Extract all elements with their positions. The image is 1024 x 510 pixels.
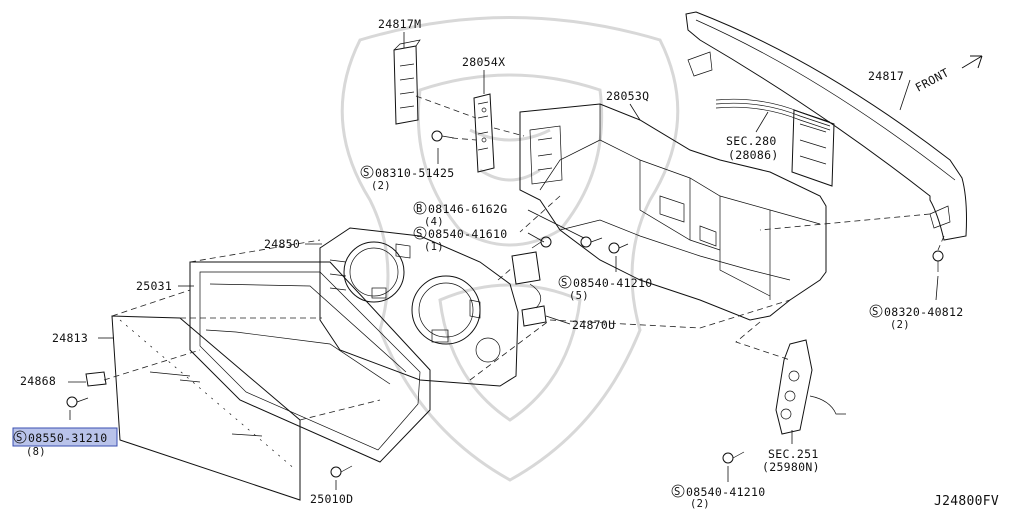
quantity: (2): [890, 319, 910, 331]
screw-icon: [66, 396, 89, 408]
label-28054x[interactable]: 28054X: [462, 55, 505, 69]
harness-sec280[interactable]: [715, 98, 835, 187]
prefix-badge: S: [416, 228, 423, 240]
part-number: 08540-41210: [573, 276, 652, 290]
quantity: (1): [424, 241, 444, 253]
cover-24817m[interactable]: [393, 39, 421, 125]
prefix-badge: S: [674, 486, 681, 498]
label-sec280-sub: (28086): [728, 148, 779, 162]
callout-08320-40812[interactable]: S 08320-40812 (2): [869, 304, 963, 331]
part-number: 08540-41210: [686, 485, 765, 499]
label-25010d[interactable]: 25010D: [310, 492, 353, 506]
combination-meter-24850[interactable]: [319, 227, 519, 387]
panel-28053q[interactable]: [519, 103, 827, 321]
quantity: (8): [26, 446, 46, 458]
screw-icon: [608, 242, 629, 254]
quantity: (4): [424, 216, 444, 228]
prefix-badge: S: [16, 432, 23, 444]
switch-sec251[interactable]: [775, 339, 846, 435]
label-24870u[interactable]: 24870U: [572, 318, 615, 332]
label-24868[interactable]: 24868: [20, 374, 56, 388]
front-arrow-label: FRONT: [913, 65, 951, 94]
prefix-badge: S: [363, 167, 370, 179]
screw-icon: [431, 130, 455, 142]
label-24813[interactable]: 24813: [52, 331, 88, 345]
callout-08540-41210-b[interactable]: S 08540-41210 (2): [671, 484, 765, 510]
screws: [66, 130, 944, 478]
diagram-code: J24800FV: [934, 494, 999, 509]
leader-lines: [68, 32, 939, 490]
screw-icon: [580, 236, 603, 248]
label-24817m[interactable]: 24817M: [378, 17, 421, 31]
label-25031[interactable]: 25031: [136, 279, 172, 293]
quantity: (2): [690, 498, 710, 510]
callout-labels: 24817M 28054X 28053Q 24817 SEC.280 (2808…: [13, 17, 999, 510]
assembly-lines: [103, 95, 945, 421]
label-sec251[interactable]: SEC.251: [768, 447, 819, 461]
quantity: (2): [371, 180, 391, 192]
callout-08540-41610[interactable]: S 08540-41610 (1): [413, 226, 507, 253]
selected-callout-highlight[interactable]: [12, 427, 118, 447]
callout-08550-31210[interactable]: S 08550-31210 (8): [13, 430, 107, 458]
prefix-badge: S: [872, 306, 879, 318]
label-sec280[interactable]: SEC.280: [726, 134, 777, 148]
label-sec251-sub: (25980N): [762, 460, 820, 474]
screw-icon: [531, 236, 552, 249]
part-number: 08320-40812: [884, 305, 963, 319]
finisher-25031[interactable]: [189, 261, 431, 463]
connector-24870u[interactable]: [511, 251, 547, 327]
clip-24868[interactable]: [85, 371, 107, 387]
part-number: 08146-6162G: [428, 202, 507, 216]
label-24817[interactable]: 24817: [868, 69, 904, 83]
screw-icon: [932, 250, 944, 272]
prefix-badge: S: [561, 277, 568, 289]
callout-08310-51425[interactable]: S 08310-51425 (2): [360, 165, 454, 192]
prefix-badge: B: [416, 203, 423, 215]
screw-icon: [722, 451, 745, 464]
front-arrow: FRONT: [913, 55, 983, 95]
screw-icon: [330, 465, 353, 478]
cluster-lid-24817[interactable]: [685, 11, 967, 241]
part-number: 08540-41610: [428, 227, 507, 241]
callout-08146-6162g[interactable]: B 08146-6162G (4): [413, 201, 507, 228]
glass-24813[interactable]: [111, 315, 301, 501]
part-number: 08310-51425: [375, 166, 454, 180]
callout-08540-41210-a[interactable]: S 08540-41210 (5): [558, 275, 652, 302]
part-number: 08550-31210: [28, 431, 107, 445]
label-24850[interactable]: 24850: [264, 237, 300, 251]
quantity: (5): [569, 290, 589, 302]
bracket-28054x[interactable]: [473, 93, 495, 173]
label-28053q[interactable]: 28053Q: [606, 89, 649, 103]
